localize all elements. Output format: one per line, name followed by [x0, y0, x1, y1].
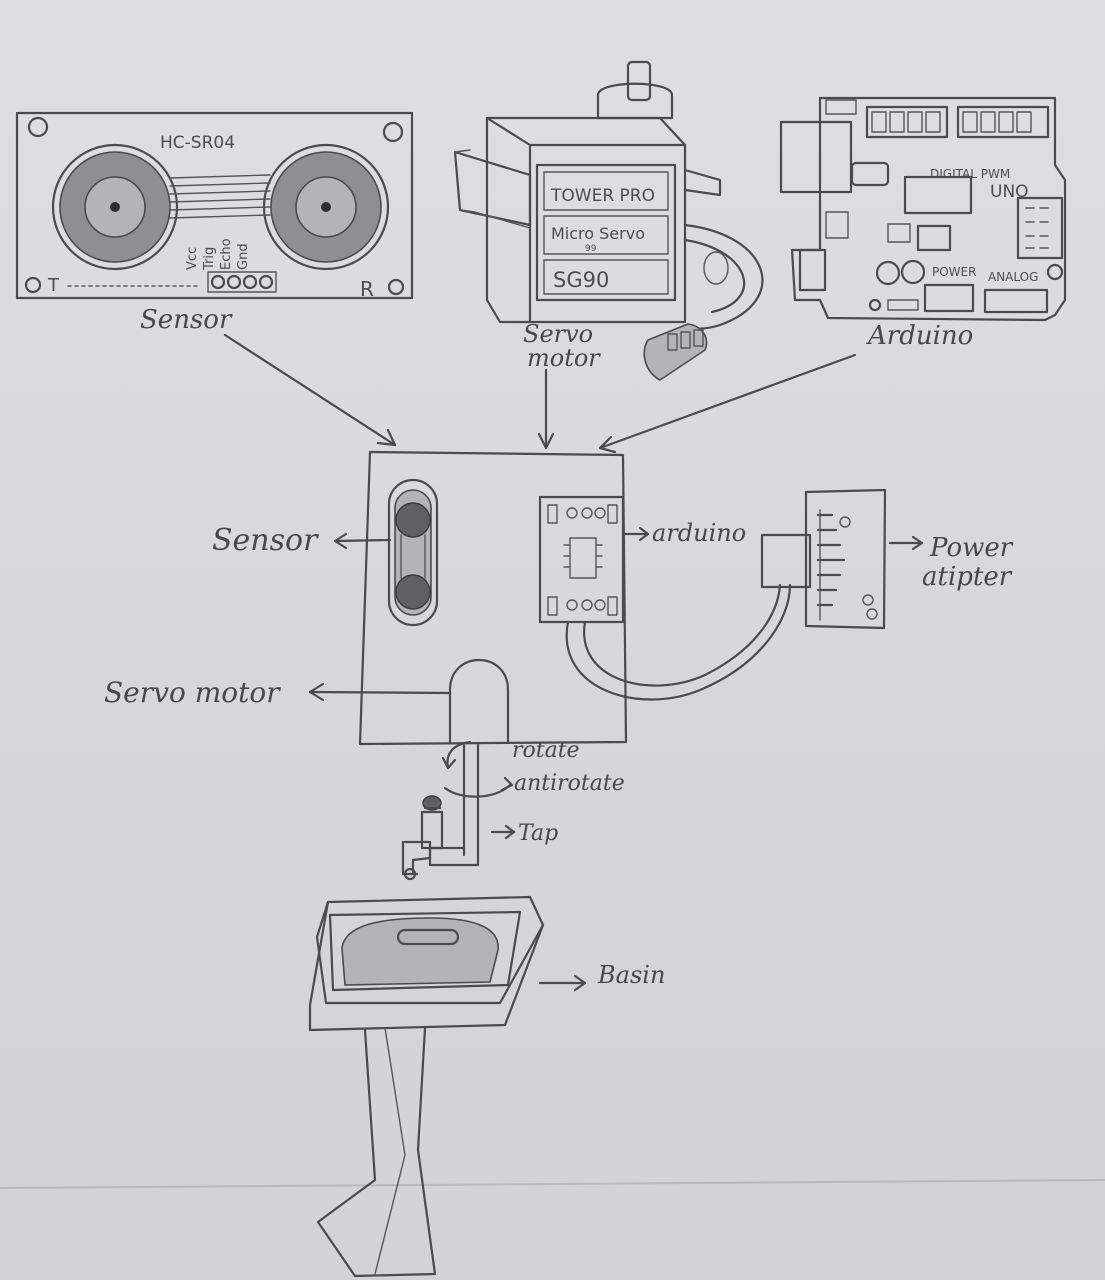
assembly-servo-label: Servo motor [104, 676, 281, 709]
sensor-caption: Sensor [140, 305, 233, 335]
adapter-label-line2: atipter [922, 562, 1013, 592]
servo-model-label: SG90 [553, 268, 609, 292]
adapter-label-line1: Power [929, 533, 1014, 563]
assembly-sensor-label: Sensor [212, 523, 319, 558]
rotate-label: rotate [512, 738, 580, 763]
basin-drawing [310, 897, 585, 1276]
servo-brand-label: TOWER PRO [550, 186, 655, 206]
arduino-uno-board: DIGITAL PWM UNO POWER ANALOG [781, 98, 1065, 320]
antirotate-label: antirotate [514, 771, 625, 796]
power-adapter-drawing [762, 490, 885, 628]
tap-label: Tap [518, 821, 558, 846]
basin-label: Basin [597, 961, 665, 989]
arduino-power-label: POWER [932, 265, 976, 279]
arduino-analog-label: ANALOG [988, 270, 1038, 284]
paper-fold-line [0, 1180, 1105, 1188]
servo-model-line: Micro Servo [551, 224, 645, 243]
servo-motor-drawing: TOWER PRO Micro Servo 99 SG90 [455, 62, 762, 380]
sensor-pin-gnd: Gnd [236, 243, 251, 270]
servo-model-line-2: 99 [585, 244, 597, 254]
sensor-pin-echo: Echo [219, 238, 234, 270]
assembly-arduino-label: arduino [652, 519, 746, 547]
sensor-transmit-mark: T [47, 275, 60, 296]
servo-caption-line2: motor [527, 344, 601, 372]
arduino-caption: Arduino [866, 321, 973, 351]
dispenser-assembly-box [360, 452, 790, 744]
sensor-model-label: HC-SR04 [160, 133, 235, 153]
sensor-pin-trig: Trig [202, 247, 217, 271]
sensor-pin-vcc: Vcc [185, 247, 200, 270]
tap-and-shaft-drawing [403, 742, 514, 879]
ultrasonic-sensor-board: HC-SR04 Vcc Trig Echo Gnd T R [17, 113, 412, 301]
sensor-receive-mark: R [360, 277, 374, 301]
